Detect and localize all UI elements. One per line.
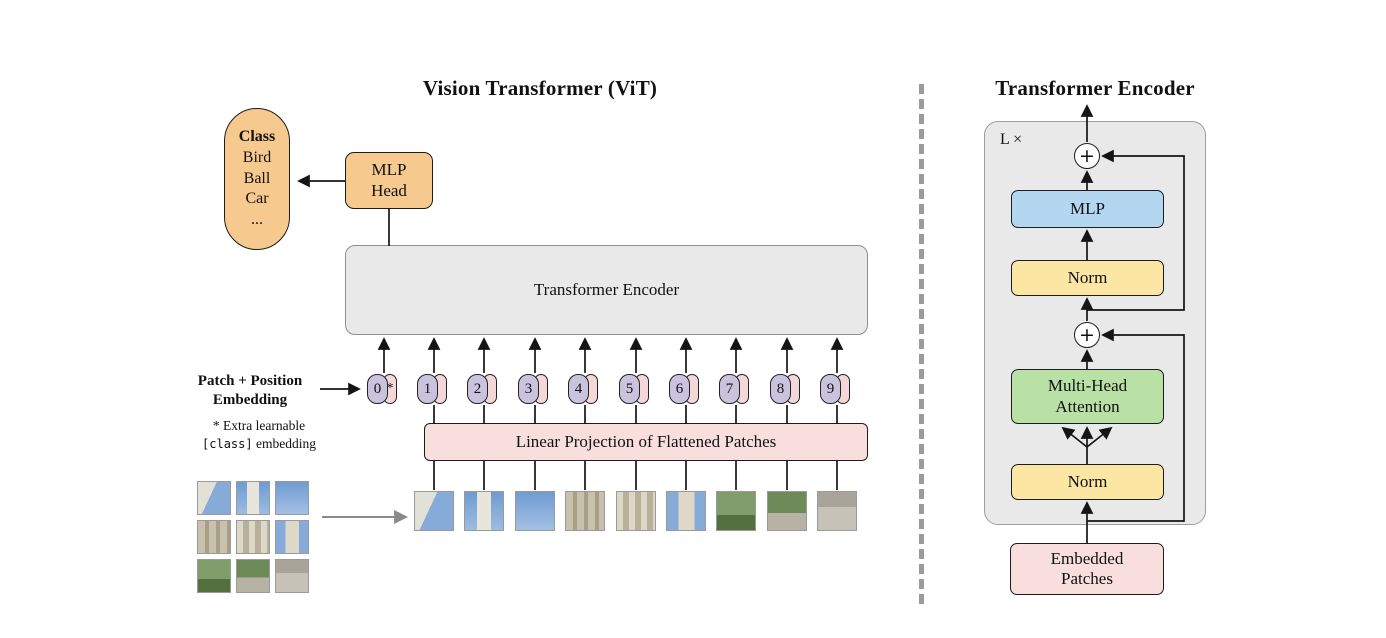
vit-title: Vision Transformer (ViT) <box>422 76 658 100</box>
position-embedding: 3 <box>518 374 539 404</box>
position-embedding: 8 <box>770 374 791 404</box>
image-patch <box>616 491 656 531</box>
embedded-patches-box: Embedded Patches <box>1010 543 1164 595</box>
image-grid-cell <box>275 520 309 554</box>
multi-head-attention-block: Multi-Head Attention <box>1011 369 1164 424</box>
embedding-token: 0 * <box>367 374 397 404</box>
encoder-detail-title: Transformer Encoder <box>995 76 1195 100</box>
class-item: ... <box>251 211 263 229</box>
position-embedding: 7 <box>719 374 740 404</box>
image-grid-cell <box>197 520 231 554</box>
image-grid-cell <box>236 559 270 593</box>
residual-add-icon: + <box>1074 143 1100 169</box>
norm-block-top: Norm <box>1011 260 1164 296</box>
image-grid-cell <box>197 559 231 593</box>
class-token-footnote: * Extra learnable [class] embedding <box>202 418 316 452</box>
image-patch <box>464 491 504 531</box>
panel-divider <box>919 84 924 604</box>
class-output-pill: Class Bird Ball Car ... <box>224 108 290 250</box>
image-patch <box>414 491 454 531</box>
image-grid-cell <box>197 481 231 515</box>
image-patch <box>817 491 857 531</box>
position-embedding: 9 <box>820 374 841 404</box>
position-embedding: 5 <box>619 374 640 404</box>
class-token-code: [class] <box>202 437 253 452</box>
image-grid-cell <box>236 520 270 554</box>
class-item: Ball <box>243 169 271 187</box>
image-patch <box>666 491 706 531</box>
mlp-head-label: Head <box>371 180 407 200</box>
class-heading: Class <box>238 128 276 145</box>
embedding-token: 2 <box>467 374 497 404</box>
image-grid-cell <box>275 559 309 593</box>
image-patch <box>767 491 807 531</box>
embedding-token: 4 <box>568 374 598 404</box>
position-embedding: 6 <box>669 374 690 404</box>
embedding-token: 9 <box>820 374 850 404</box>
embedding-token: 7 <box>719 374 749 404</box>
embedding-token: 5 <box>619 374 649 404</box>
image-patch <box>515 491 555 531</box>
class-item: Car <box>245 190 269 208</box>
image-grid-cell <box>275 481 309 515</box>
class-item: Bird <box>242 148 272 166</box>
layer-repeat-label: L × <box>1000 131 1023 148</box>
position-embedding: 1 <box>417 374 438 404</box>
embedding-token: 8 <box>770 374 800 404</box>
position-embedding: 2 <box>467 374 488 404</box>
residual-add-icon: + <box>1074 322 1100 348</box>
position-embedding: 4 <box>568 374 589 404</box>
input-image-grid <box>197 481 309 593</box>
norm-block-bottom: Norm <box>1011 464 1164 500</box>
position-embedding: 0 <box>367 374 388 404</box>
left-connectors <box>297 174 844 524</box>
image-patch <box>565 491 605 531</box>
mlp-block: MLP <box>1011 190 1164 228</box>
embedding-token: 6 <box>669 374 699 404</box>
embedding-token: 1 <box>417 374 447 404</box>
mlp-head-box: MLP Head <box>345 152 433 209</box>
transformer-encoder-box: Transformer Encoder <box>345 245 868 335</box>
linear-projection-box: Linear Projection of Flattened Patches <box>424 423 868 461</box>
patch-position-embedding-label: Patch + Position Embedding <box>197 373 303 409</box>
embedding-token: 3 <box>518 374 548 404</box>
image-patch <box>716 491 756 531</box>
mlp-head-label: MLP <box>371 160 407 180</box>
image-grid-cell <box>236 481 270 515</box>
